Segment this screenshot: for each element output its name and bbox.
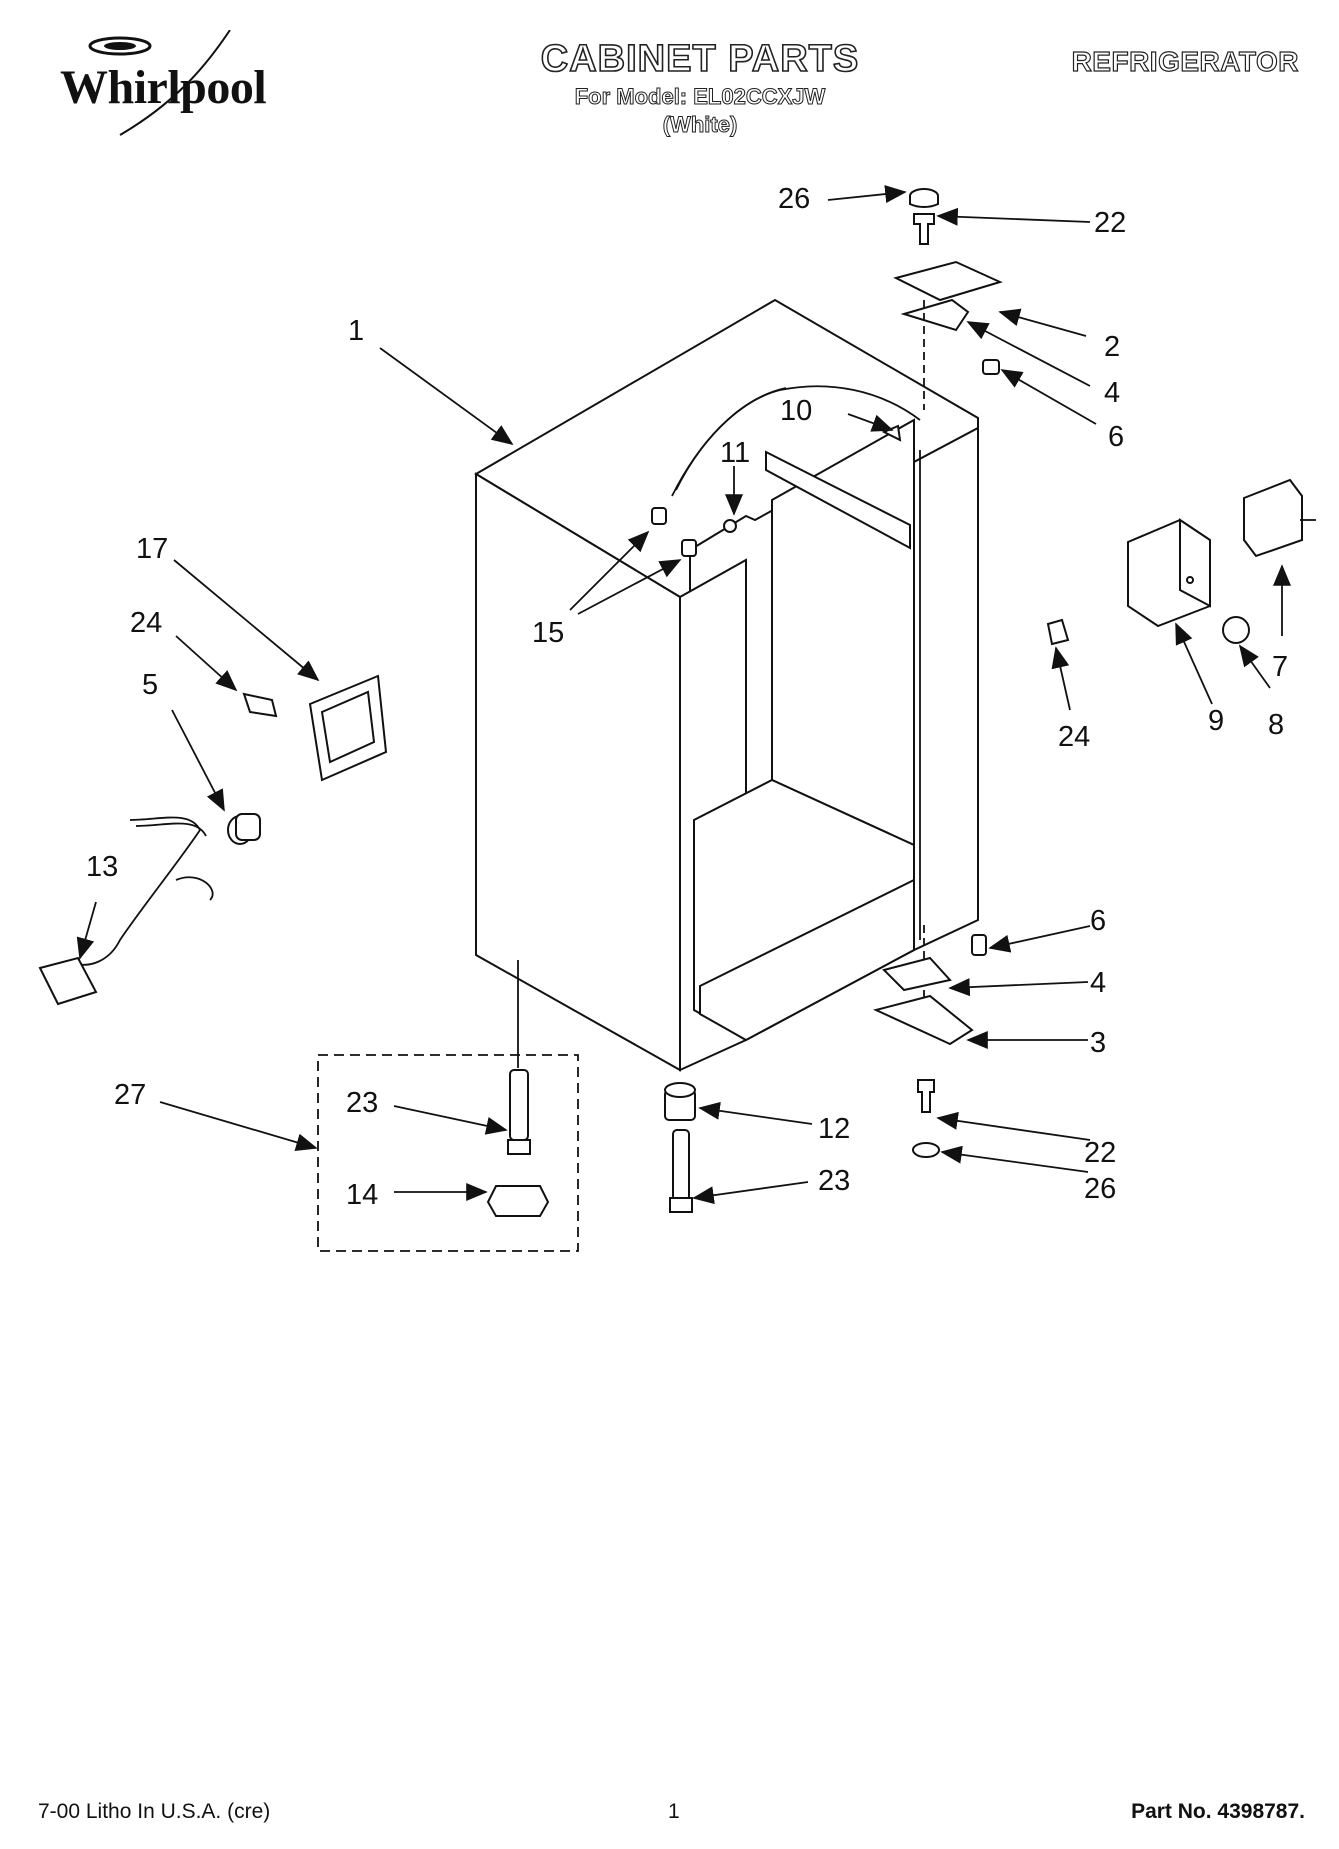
part-group-box [317, 1054, 579, 1252]
page-title: CABINET PARTS [540, 37, 860, 81]
callout-7: 7 [1272, 651, 1288, 683]
callout-24: 24 [130, 607, 162, 639]
callout-3: 3 [1090, 1027, 1106, 1059]
callout-1: 1 [348, 315, 364, 347]
callout-10: 10 [780, 395, 812, 427]
callout-15: 15 [532, 617, 564, 649]
brand-logo: Whirlpool [60, 30, 267, 136]
part-number: Part No. 4398787. [1131, 1800, 1305, 1823]
callout-6: 6 [1108, 421, 1124, 453]
top-hinge-assembly [893, 188, 1003, 410]
callout-9: 9 [1208, 705, 1224, 737]
callout-5: 5 [142, 669, 158, 701]
callout-4: 4 [1104, 377, 1120, 409]
cabinet-shell [474, 298, 979, 1072]
product-category: REFRIGERATOR [1071, 45, 1299, 77]
callout-22: 22 [1094, 207, 1126, 239]
model-number: For Model: EL02CCXJW [574, 84, 826, 110]
leveling-legs [486, 960, 696, 1217]
callout-26b: 26 [1084, 1173, 1116, 1205]
cabinet-screws [651, 424, 902, 557]
callout-14: 14 [346, 1179, 378, 1211]
callout-23b: 23 [818, 1165, 850, 1197]
callout-17: 17 [136, 533, 168, 565]
leader-lines [76, 185, 1291, 1205]
bottom-hinge-assembly [873, 925, 987, 1158]
callout-4b: 4 [1090, 967, 1106, 999]
callout-8: 8 [1268, 709, 1284, 741]
callout-23: 23 [346, 1087, 378, 1119]
callout-24b: 24 [1058, 721, 1090, 753]
model-color: (White) [662, 112, 738, 138]
callout-11: 11 [720, 437, 750, 469]
logo-swirl-icon [88, 30, 231, 136]
callout-13: 13 [86, 851, 118, 883]
callout-27: 27 [114, 1079, 146, 1111]
callout-labels: 26 22 1 2 4 6 10 11 17 15 24 5 24 9 8 7 … [86, 183, 1288, 1211]
callout-12: 12 [818, 1113, 850, 1145]
page-number: 1 [668, 1800, 680, 1823]
control-parts [1046, 478, 1316, 646]
callout-22b: 22 [1084, 1137, 1116, 1169]
power-cord-parts [38, 674, 388, 1006]
callout-26: 26 [778, 183, 810, 215]
callout-6b: 6 [1090, 905, 1106, 937]
print-info: 7-00 Litho In U.S.A. (cre) [38, 1800, 271, 1823]
callout-2: 2 [1104, 331, 1120, 363]
